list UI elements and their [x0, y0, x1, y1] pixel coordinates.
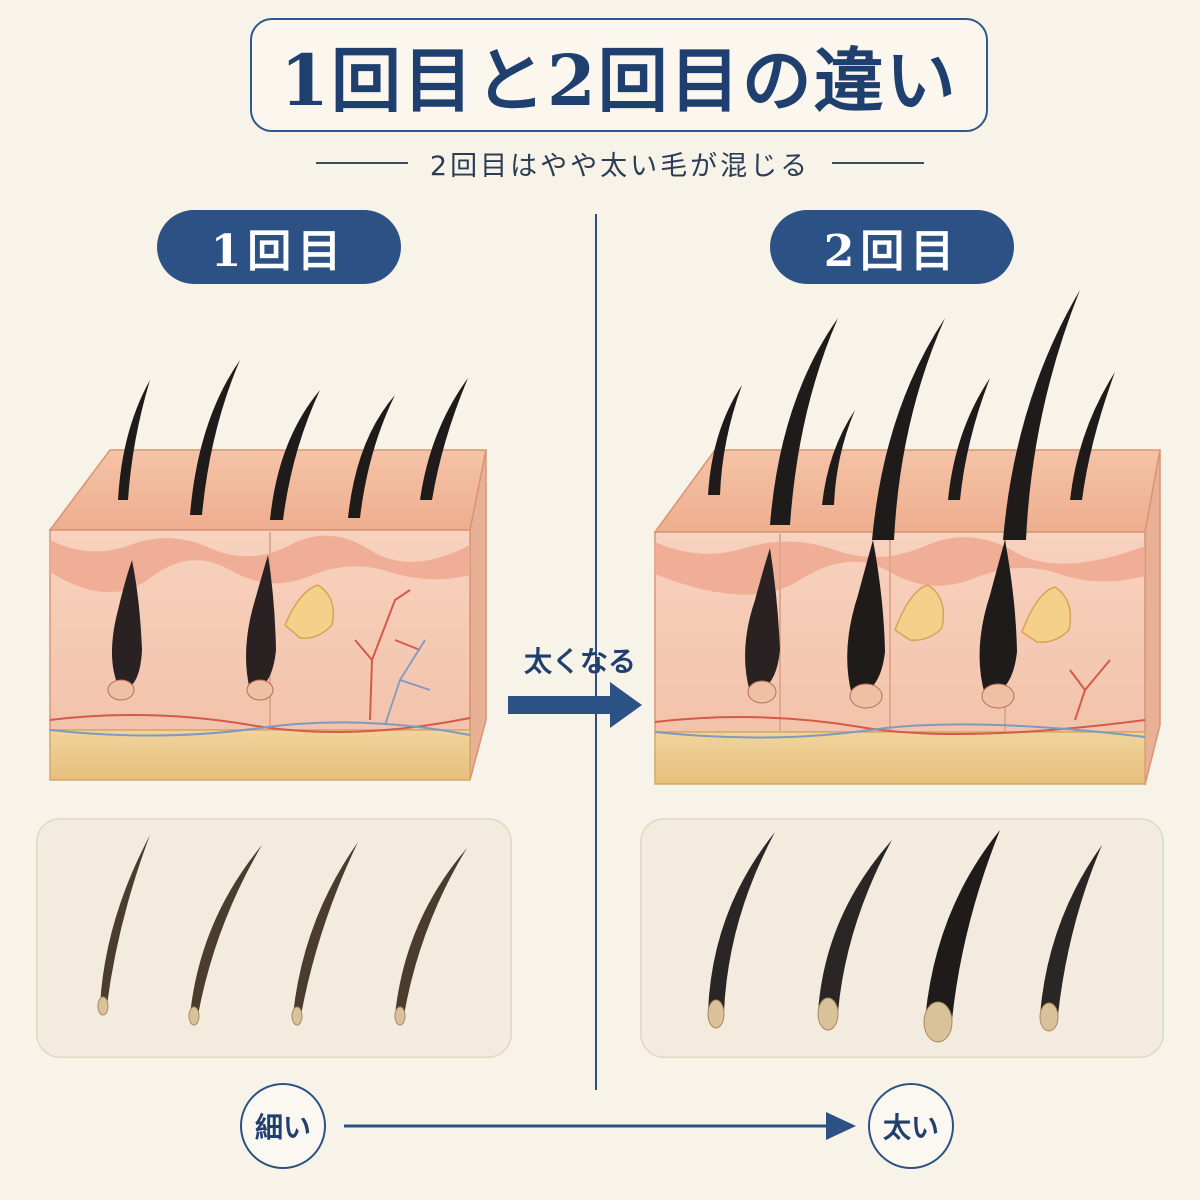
- center-divider: [595, 214, 597, 1090]
- first-block-epidermis: [50, 535, 470, 593]
- thin-hair-samples: [97, 835, 467, 1026]
- transition-arrow: [508, 682, 642, 728]
- second-session-pill: 2回目: [770, 210, 1014, 284]
- first-session-pill: 1回目: [157, 210, 401, 284]
- subtitle: 2回目はやや太い毛が混じる: [429, 150, 811, 182]
- title-box: 1回目と2回目の違い: [250, 18, 988, 132]
- subtitle-row: 2回目はやや太い毛が混じる: [270, 140, 970, 186]
- thick-label-circle: 太い: [868, 1083, 954, 1169]
- subtitle-line-left: [315, 162, 408, 164]
- second-session-label: 2回目: [823, 226, 961, 277]
- thick-hair-samples: [707, 830, 1102, 1043]
- first-session-label: 1回目: [210, 226, 348, 277]
- first-block-fat: [49, 729, 471, 781]
- page-title: 1回目と2回目の違い: [280, 38, 958, 122]
- thickness-arrow: [344, 1112, 856, 1140]
- thin-label-circle: 細い: [240, 1083, 326, 1169]
- thin-label: 細い: [254, 1111, 311, 1144]
- thick-label: 太い: [882, 1111, 939, 1144]
- transition-label: 太くなる: [523, 645, 636, 678]
- subtitle-line-right: [832, 162, 925, 164]
